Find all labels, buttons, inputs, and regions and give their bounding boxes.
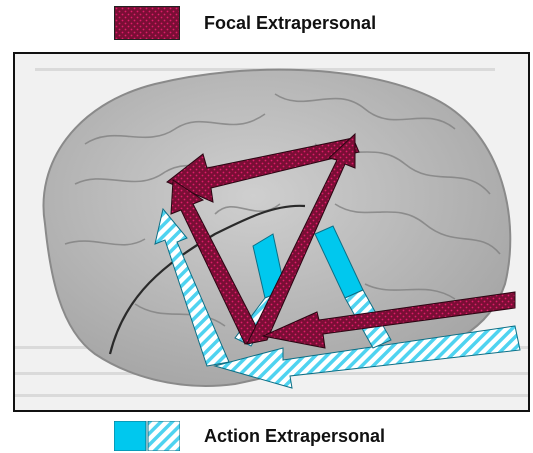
brain-figure xyxy=(13,52,530,412)
legend-focal: Focal Extrapersonal xyxy=(114,6,376,40)
focal-swatch xyxy=(114,6,180,40)
brain-diagram xyxy=(15,54,528,410)
legend-focal-label: Focal Extrapersonal xyxy=(204,13,376,34)
action-swatch xyxy=(114,421,180,451)
legend-action: Action Extrapersonal xyxy=(114,421,385,451)
legend-action-label: Action Extrapersonal xyxy=(204,426,385,447)
